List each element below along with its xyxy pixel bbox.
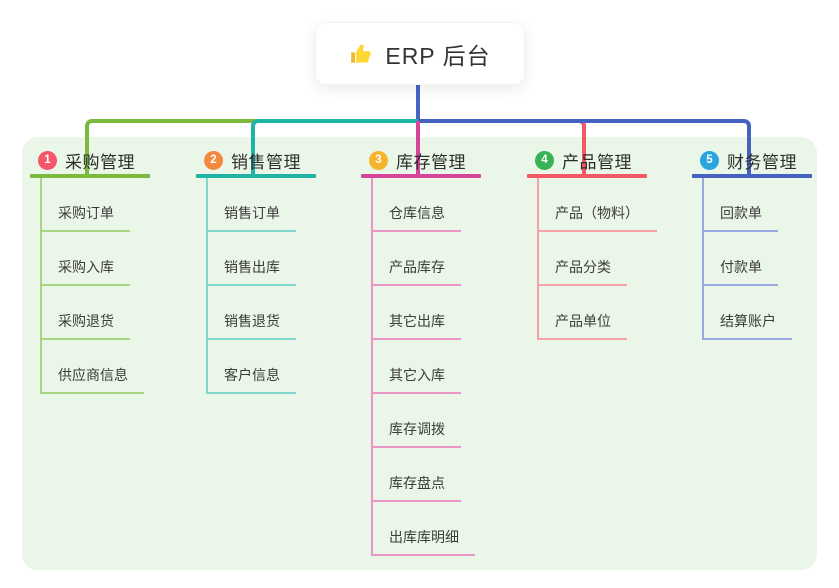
badge-1-icon: 1 (38, 150, 57, 170)
node-item: 销售出库 (208, 232, 296, 286)
branch-finance: 5 财务管理 回款单 付款单 结算账户 (692, 146, 839, 340)
badge-4-icon: 4 (535, 150, 554, 170)
node-item: 出库库明细 (373, 502, 475, 556)
node-item: 库存盘点 (373, 448, 461, 502)
root-label: ERP 后台 (385, 42, 491, 69)
branch-items: 销售订单 销售出库 销售退货 客户信息 (206, 178, 356, 394)
branch-sales: 2 销售管理 销售订单 销售出库 销售退货 客户信息 (196, 146, 356, 394)
node-item: 销售退货 (208, 286, 296, 340)
node-item: 产品单位 (539, 286, 627, 340)
branch-items: 产品（物料） 产品分类 产品单位 (537, 178, 687, 340)
connector-branch-2 (251, 119, 418, 176)
node-item: 采购退货 (42, 286, 130, 340)
node-item: 供应商信息 (42, 340, 144, 394)
node-item: 付款单 (704, 232, 778, 286)
branch-header: 5 财务管理 (692, 146, 839, 174)
node-item: 采购订单 (42, 178, 130, 232)
node-item: 销售订单 (208, 178, 296, 232)
branch-label: 库存管理 (396, 152, 466, 172)
branch-items: 回款单 付款单 结算账户 (702, 178, 839, 340)
branch-label: 销售管理 (231, 152, 301, 172)
connector-branch-5 (418, 119, 751, 176)
node-item: 产品（物料） (539, 178, 657, 232)
node-item: 库存调拨 (373, 394, 461, 448)
node-item: 产品库存 (373, 232, 461, 286)
connector-branch-3 (416, 121, 420, 177)
branch-underline (361, 174, 481, 178)
node-item: 客户信息 (208, 340, 296, 394)
branch-product: 4 产品管理 产品（物料） 产品分类 产品单位 (527, 146, 687, 340)
badge-3-icon: 3 (369, 150, 388, 170)
badge-5-icon: 5 (700, 150, 719, 170)
branch-underline (196, 174, 316, 178)
branch-header: 3 库存管理 (361, 146, 521, 174)
node-item: 产品分类 (539, 232, 627, 286)
branch-underline (30, 174, 150, 178)
root-connector (416, 82, 420, 121)
node-item: 其它入库 (373, 340, 461, 394)
badge-2-icon: 2 (204, 150, 223, 170)
branch-items: 仓库信息 产品库存 其它出库 其它入库 库存调拨 库存盘点 出库库明细 (371, 178, 521, 556)
branch-label: 产品管理 (562, 152, 632, 172)
node-item: 仓库信息 (373, 178, 461, 232)
node-item: 回款单 (704, 178, 778, 232)
node-item: 采购入库 (42, 232, 130, 286)
branch-label: 采购管理 (65, 152, 135, 172)
branch-items: 采购订单 采购入库 采购退货 供应商信息 (40, 178, 190, 394)
branch-inventory: 3 库存管理 仓库信息 产品库存 其它出库 其它入库 库存调拨 库存盘点 出库库… (361, 146, 521, 556)
branch-header: 2 销售管理 (196, 146, 356, 174)
node-item: 结算账户 (704, 286, 792, 340)
branch-underline (527, 174, 647, 178)
root-node: ERP 后台 (315, 22, 525, 85)
branch-header: 4 产品管理 (527, 146, 687, 174)
branch-header: 1 采购管理 (30, 146, 190, 174)
node-item: 其它出库 (373, 286, 461, 340)
background-panel (22, 137, 817, 570)
branch-purchase: 1 采购管理 采购订单 采购入库 采购退货 供应商信息 (30, 146, 190, 394)
branch-underline (692, 174, 812, 178)
thumbs-up-icon (351, 44, 372, 63)
branch-label: 财务管理 (727, 152, 797, 172)
